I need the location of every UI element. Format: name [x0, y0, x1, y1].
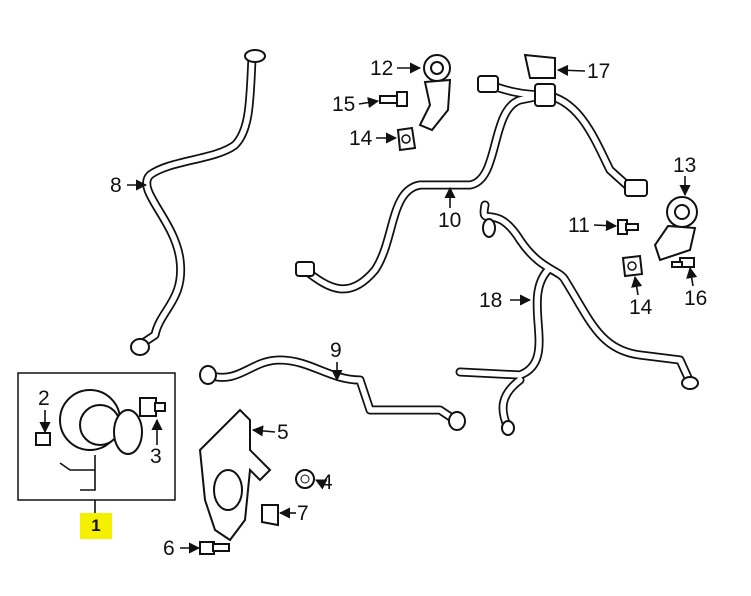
leader-arrows: [39, 62, 698, 554]
hose-10: [295, 75, 648, 294]
gasket-14-right: [621, 254, 644, 278]
callout-10[interactable]: 10: [438, 209, 462, 232]
bolt-15: [379, 91, 408, 107]
callout-3[interactable]: 3: [150, 445, 162, 468]
callout-12[interactable]: 12: [370, 57, 394, 80]
callout-15[interactable]: 15: [332, 93, 356, 116]
callout-6[interactable]: 6: [163, 537, 175, 560]
callout-7[interactable]: 7: [297, 502, 309, 525]
callout-2[interactable]: 2: [38, 387, 50, 410]
callout-9[interactable]: 9: [330, 339, 342, 362]
valve-12: [418, 54, 452, 132]
callout-17[interactable]: 17: [587, 60, 611, 83]
gasket-14-top: [396, 126, 417, 152]
callout-5[interactable]: 5: [277, 421, 289, 444]
callout-8[interactable]: 8: [110, 174, 122, 197]
hose-9: [199, 355, 466, 431]
valve-13: [653, 196, 698, 262]
clip-7: [261, 504, 279, 527]
bolt-16: [671, 257, 695, 268]
clip-2: [35, 432, 51, 446]
nut-4: [295, 469, 315, 489]
callout-4[interactable]: 4: [321, 471, 333, 494]
bracket-17: [523, 53, 556, 79]
pump-assembly-frame: [17, 372, 176, 501]
callout-14-top[interactable]: 14: [349, 127, 373, 150]
air-pump-1: [59, 389, 143, 491]
callout-13[interactable]: 13: [673, 154, 697, 177]
bolt-11: [617, 219, 639, 235]
sensor-3: [139, 397, 166, 417]
callout-11[interactable]: 11: [568, 214, 590, 237]
callout-16[interactable]: 16: [684, 287, 708, 310]
callout-18[interactable]: 18: [479, 289, 503, 312]
hose-18: [455, 200, 699, 436]
callout-14-right[interactable]: 14: [629, 296, 653, 319]
hose-8: [130, 49, 266, 356]
callout-1-highlight[interactable]: 1: [80, 513, 112, 539]
bolt-6: [199, 541, 230, 555]
bracket-5: [198, 408, 272, 542]
